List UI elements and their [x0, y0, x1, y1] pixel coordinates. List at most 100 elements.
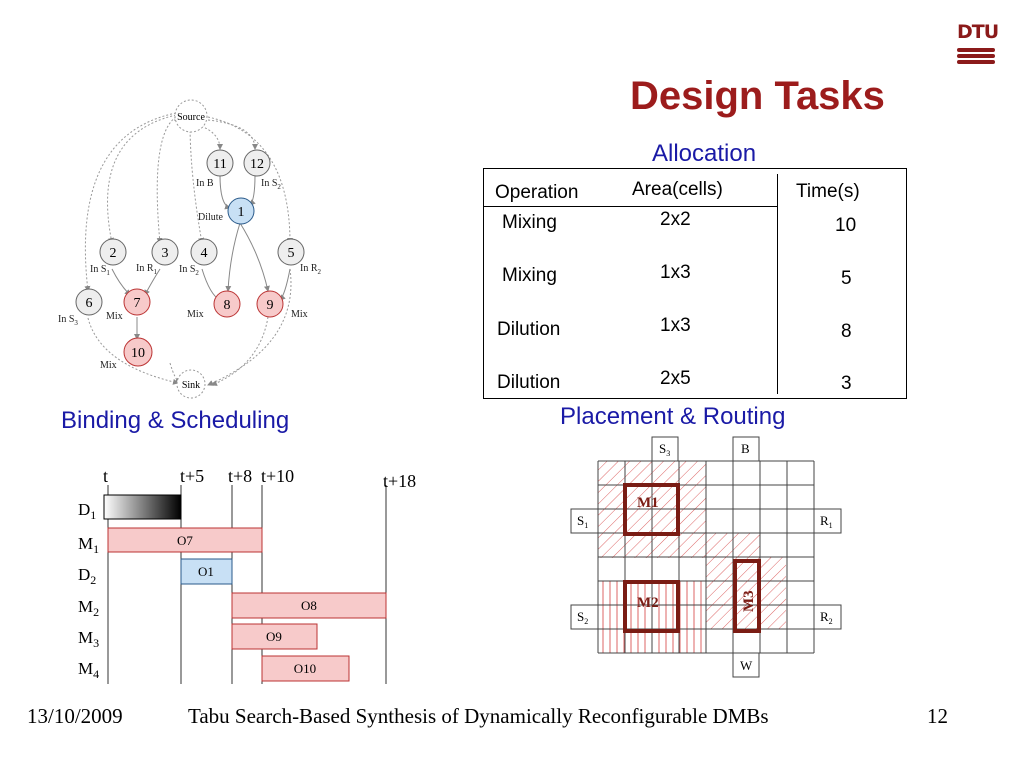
slide-title: Design Tasks — [630, 74, 885, 118]
placement-grid: S3 B S1 R1 S2 R2 W M1 M2 M3 — [570, 436, 842, 678]
time-t8: t+8 — [228, 466, 252, 486]
node-5 — [277, 238, 305, 266]
modules — [623, 483, 761, 633]
row1-operation: Mixing — [502, 212, 557, 233]
node-6-label: 6 — [86, 296, 93, 311]
res-m2: M2 — [78, 597, 99, 619]
region-hatch-right — [706, 557, 786, 629]
label-mix10: Mix — [100, 360, 117, 371]
resource-labels: D1 M1 D2 M2 M3 M4 — [78, 500, 99, 681]
label-in-s3: In S3 — [58, 314, 78, 327]
header-time: Time(s) — [796, 181, 860, 202]
port-s1: S1 — [577, 513, 588, 530]
row1-area: 2x2 — [660, 209, 691, 230]
row2-area: 1x3 — [660, 262, 691, 283]
node-10 — [123, 337, 153, 367]
row4-time: 3 — [841, 373, 852, 394]
table-column-rule — [777, 174, 778, 394]
node-4 — [190, 238, 218, 266]
node-1-label: 1 — [238, 205, 245, 220]
time-t10: t+10 — [261, 466, 294, 486]
node-4-label: 4 — [201, 246, 208, 261]
label-mix7: Mix — [106, 311, 123, 322]
bar-o8 — [231, 592, 387, 619]
binding-title: Binding & Scheduling — [61, 407, 290, 434]
node-7-label: 7 — [134, 296, 141, 311]
logo-text: DTU — [957, 21, 999, 43]
node-8-label: 8 — [224, 298, 231, 313]
node-11-label: 11 — [213, 157, 226, 172]
node-1 — [227, 197, 255, 225]
res-d1: D1 — [78, 500, 96, 522]
row2-time: 5 — [841, 268, 852, 289]
module-m1 — [623, 483, 680, 536]
node-2 — [99, 238, 127, 266]
bar-o9-label: O9 — [266, 629, 282, 644]
node-sink — [176, 369, 206, 399]
footer-page-number: 12 — [927, 704, 948, 728]
node-source — [174, 99, 208, 133]
footer-text: Tabu Search-Based Synthesis of Dynamical… — [188, 704, 769, 728]
row4-operation: Dilution — [497, 372, 561, 393]
label-in-s1: In S1 — [90, 264, 110, 277]
port-s2: S2 — [577, 609, 588, 626]
module-m2 — [623, 580, 680, 633]
label-in-r2: In R2 — [300, 263, 322, 276]
node-9 — [256, 290, 284, 318]
res-m1: M1 — [78, 534, 99, 556]
logo-bars — [957, 48, 997, 64]
node-3-label: 3 — [162, 246, 169, 261]
row3-operation: Dilution — [497, 319, 561, 340]
row2-operation: Mixing — [502, 265, 557, 286]
module-m2-label: M2 — [637, 595, 659, 611]
node-source-label: Source — [177, 112, 205, 123]
label-mix9: Mix — [291, 309, 308, 320]
node-7 — [123, 288, 151, 316]
module-m3 — [733, 559, 761, 633]
node-3 — [151, 238, 179, 266]
bar-o1 — [180, 558, 233, 585]
node-2-label: 2 — [110, 246, 117, 261]
time-labels: t t+5 t+8 t+10 t+18 — [103, 466, 416, 491]
allocation-title: Allocation — [652, 140, 757, 167]
row1-time: 10 — [835, 215, 857, 236]
header-operation: Operation — [495, 182, 579, 203]
bar-o7 — [107, 527, 263, 553]
node-8 — [213, 290, 241, 318]
label-dilute: Dilute — [198, 212, 224, 223]
bar-o10-label: O10 — [294, 661, 316, 676]
bar-o7-label: O7 — [177, 533, 193, 548]
header-area: Area(cells) — [632, 179, 723, 200]
node-10-label: 10 — [131, 346, 145, 361]
graph-nodes: Source 11 12 1 2 3 4 5 6 7 8 9 10 Sink — [75, 99, 305, 399]
label-in-b: In B — [196, 178, 214, 189]
graph-edge-labels: In B In S2 Dilute In S1 In R1 In S2 In R… — [58, 178, 322, 371]
footer-date: 13/10/2009 — [27, 704, 123, 728]
time-t5: t+5 — [180, 466, 204, 486]
port-r2: R2 — [820, 609, 833, 626]
row3-time: 8 — [841, 321, 852, 342]
port-r1: R1 — [820, 513, 833, 530]
node-12 — [243, 149, 271, 177]
bar-o8-label: O8 — [301, 598, 317, 613]
res-m4: M4 — [78, 659, 99, 681]
module-m3-label: M3 — [741, 590, 757, 612]
row4-area: 2x5 — [660, 368, 691, 389]
node-6 — [75, 288, 103, 316]
label-mix8: Mix — [187, 309, 204, 320]
port-boxes — [570, 436, 842, 678]
port-w: W — [740, 658, 753, 673]
node-11 — [206, 149, 234, 177]
node-9-label: 9 — [267, 298, 274, 313]
allocation-table: Operation Area(cells) Time(s) Mixing 2x2… — [483, 168, 907, 399]
label-in-r1: In R1 — [136, 263, 158, 276]
row3-area: 1x3 — [660, 315, 691, 336]
node-5-label: 5 — [288, 246, 295, 261]
bar-d1 — [103, 494, 182, 520]
port-s3: S3 — [659, 441, 670, 458]
time-t: t — [103, 466, 108, 486]
bar-o9 — [231, 623, 318, 650]
placement-title: Placement & Routing — [560, 403, 786, 430]
table-header-rule — [484, 206, 778, 207]
bar-o1-label: O1 — [198, 564, 214, 579]
